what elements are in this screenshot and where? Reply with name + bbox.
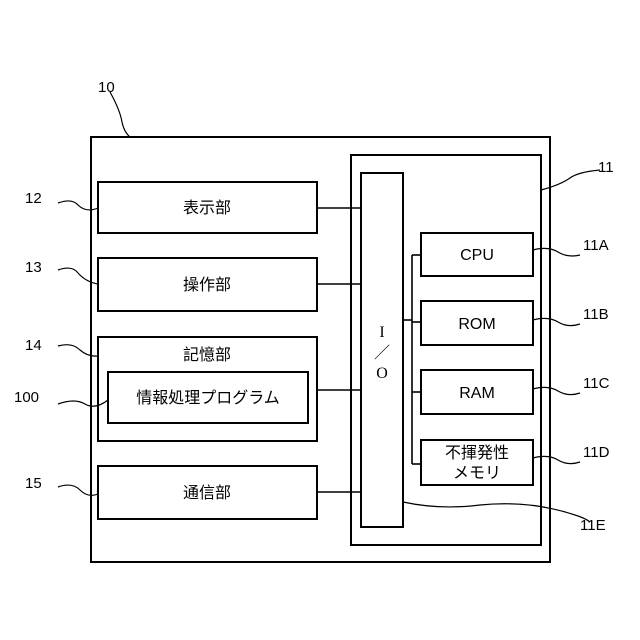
io-label-bottom: O — [376, 365, 388, 382]
rom-ref: 11B — [583, 306, 609, 323]
nvm-label-line2: メモリ — [453, 465, 501, 482]
cpu-ref: 11A — [583, 237, 609, 254]
communication-ref: 15 — [25, 475, 42, 492]
storage-ref: 14 — [25, 337, 42, 354]
display-ref: 12 — [25, 190, 42, 207]
rom-label: ROM — [458, 316, 495, 333]
device-ref: 10 — [98, 79, 115, 96]
ram-ref: 11C — [583, 375, 610, 392]
nvm-label-line1: 不揮発性 — [445, 444, 509, 462]
ram-label: RAM — [459, 385, 495, 402]
device-leader — [110, 92, 130, 137]
nvm-ref: 11D — [583, 444, 610, 461]
operation-ref: 13 — [25, 259, 42, 276]
operation-label: 操作部 — [183, 276, 231, 294]
display-label: 表示部 — [183, 199, 231, 217]
io-ref: 11E — [580, 517, 606, 534]
io-label-top: I — [379, 324, 384, 341]
program-ref: 100 — [14, 389, 39, 406]
program-label: 情報処理プログラム — [136, 389, 280, 407]
controller-ref: 11 — [598, 159, 614, 176]
communication-label: 通信部 — [183, 484, 231, 502]
io-label-slash: ／ — [374, 345, 390, 362]
cpu-label: CPU — [460, 247, 494, 264]
storage-label: 記憶部 — [183, 346, 231, 364]
